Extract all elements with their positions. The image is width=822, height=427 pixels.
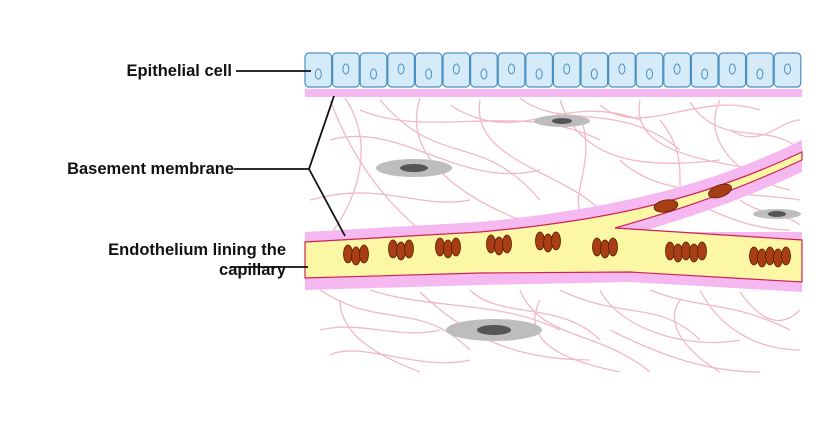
red-blood-cell [388, 239, 398, 259]
basement-membrane [305, 89, 802, 97]
leader-basement-up [308, 95, 335, 170]
epithelial-cell [552, 52, 581, 88]
red-blood-cell [359, 244, 369, 264]
red-blood-cell [608, 237, 618, 257]
label-endothelium-line2: capillary [219, 261, 286, 279]
epithelial-cell [497, 52, 526, 88]
epithelial-cell [580, 52, 609, 88]
leader-lines [230, 70, 346, 268]
fibroblast [446, 319, 542, 341]
epithelial-cell [442, 52, 471, 88]
red-blood-cell [765, 246, 775, 266]
red-blood-cell [494, 236, 504, 256]
epithelial-cell [525, 52, 553, 88]
epithelial-cell [690, 52, 719, 88]
epithelial-cell [332, 52, 360, 88]
epithelial-cell [607, 52, 636, 88]
fibroblast [376, 159, 452, 177]
red-blood-cell [781, 246, 791, 266]
red-blood-cell [396, 241, 406, 261]
epithelial-cell [387, 52, 415, 88]
red-blood-cell [697, 241, 707, 261]
red-blood-cell [749, 246, 759, 266]
epithelial-layer [304, 52, 802, 88]
epithelial-cell [470, 52, 498, 88]
red-blood-cell [543, 233, 553, 253]
fibroblast-cells [376, 115, 801, 341]
label-endothelium-line1: Endothelium lining the [108, 241, 286, 259]
capillary [304, 140, 803, 292]
fibroblast [753, 209, 801, 219]
red-blood-cell [681, 241, 691, 261]
epithelial-cell [718, 52, 747, 88]
red-blood-cell [689, 243, 699, 263]
red-blood-cell [665, 241, 675, 261]
red-blood-cell [551, 231, 561, 251]
epithelial-cell [745, 52, 774, 88]
epithelial-cell [414, 52, 443, 88]
red-blood-cell [535, 231, 545, 251]
red-blood-cell [435, 237, 445, 257]
epithelial-cell [773, 52, 802, 88]
label-endothelium: Endothelium lining the capillary [108, 240, 286, 280]
red-blood-cell [443, 239, 453, 259]
leader-basement-down [308, 168, 346, 237]
red-blood-cell [502, 234, 512, 254]
red-blood-cell [351, 246, 361, 266]
red-blood-cell [600, 239, 610, 259]
label-basement-membrane: Basement membrane [67, 160, 234, 178]
red-blood-cell [757, 248, 767, 268]
label-epithelial-cell: Epithelial cell [126, 62, 232, 80]
epithelial-cell [359, 52, 388, 88]
epithelial-cell [304, 52, 333, 88]
fibroblast [534, 115, 590, 127]
red-blood-cell [343, 244, 353, 264]
epithelial-cell [663, 52, 691, 88]
red-blood-cell [451, 237, 461, 257]
red-blood-cells [343, 183, 791, 268]
red-blood-cell [592, 237, 602, 257]
red-blood-cell [673, 243, 683, 263]
red-blood-cell [708, 183, 732, 199]
red-blood-cell [486, 234, 496, 254]
red-blood-cell [404, 239, 414, 259]
red-blood-cell [653, 199, 679, 213]
red-blood-cell [773, 248, 783, 268]
epithelial-cell [635, 52, 664, 88]
